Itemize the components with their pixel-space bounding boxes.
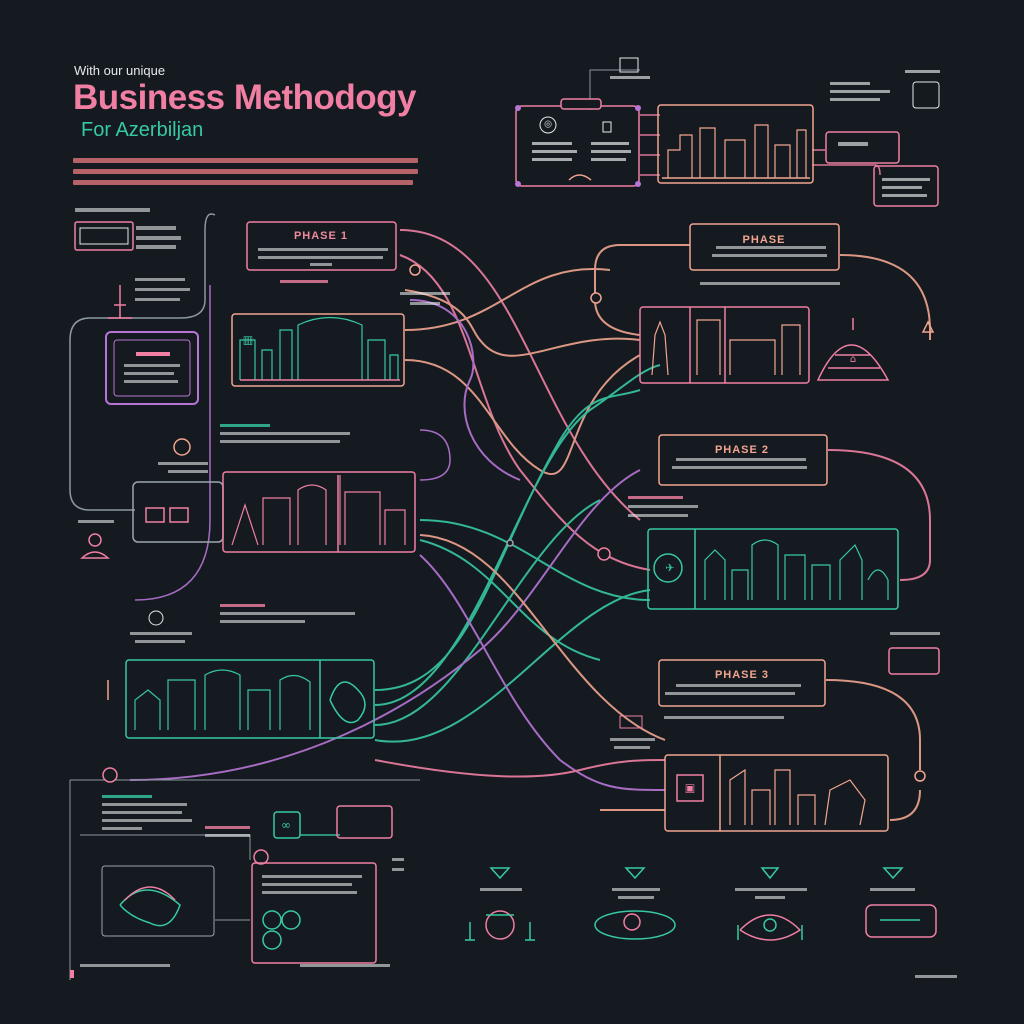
city-box-right-top xyxy=(639,306,935,384)
page-title: Business Methodogy xyxy=(73,78,416,117)
icon-group-1 xyxy=(465,867,535,941)
city-skyline-icon: ▥ xyxy=(242,333,254,347)
monitor-icon: ▣ xyxy=(684,781,696,795)
top-city-box xyxy=(657,104,814,184)
left-lower-callout xyxy=(130,604,355,643)
icon-group-2 xyxy=(594,867,676,940)
tower-icon xyxy=(108,278,190,319)
phase-label-right-mid: PHASE 2 xyxy=(714,444,770,456)
left-middle-callout xyxy=(158,424,350,473)
presentation-chart-icon: ∞ xyxy=(281,818,291,832)
phase-label-left-top: PHASE 1 xyxy=(293,230,349,242)
top-right-text xyxy=(610,70,940,197)
header-pretitle: With our unique xyxy=(74,63,166,78)
connector-lines xyxy=(69,69,931,980)
phase-1-box xyxy=(246,221,397,283)
bird-icon: ✈ xyxy=(665,561,675,575)
bottom-left-section xyxy=(70,795,404,978)
phase-label-right-low: PHASE 3 xyxy=(714,669,770,681)
header-description xyxy=(73,158,418,185)
city-box-right-bottom xyxy=(664,754,889,832)
city-box-lower-left xyxy=(107,659,375,739)
connector-nodes xyxy=(102,264,926,865)
phase-label-right-top: PHASE xyxy=(742,234,786,246)
icon-group-4 xyxy=(865,867,937,938)
top-right-callouts xyxy=(619,57,940,207)
globe-icon: ◎ xyxy=(544,119,552,130)
page-subtitle: For Azerbiljan xyxy=(81,119,204,141)
city-box-upper-left xyxy=(231,292,450,387)
city-box-middle-left xyxy=(132,471,416,553)
phase-2-box xyxy=(628,434,828,517)
city-box-right-middle xyxy=(647,528,899,610)
people-icon xyxy=(78,520,114,559)
phase-right-top-box xyxy=(689,223,840,285)
dome-building-icon: ⌂ xyxy=(849,354,857,365)
phase-3-box xyxy=(610,632,940,749)
top-info-card-text xyxy=(532,142,631,161)
top-info-card xyxy=(515,98,641,187)
bottom-icon-row xyxy=(465,867,957,978)
icon-group-3 xyxy=(735,867,807,941)
left-monitor-panel xyxy=(105,331,199,405)
left-top-widget xyxy=(74,208,181,251)
